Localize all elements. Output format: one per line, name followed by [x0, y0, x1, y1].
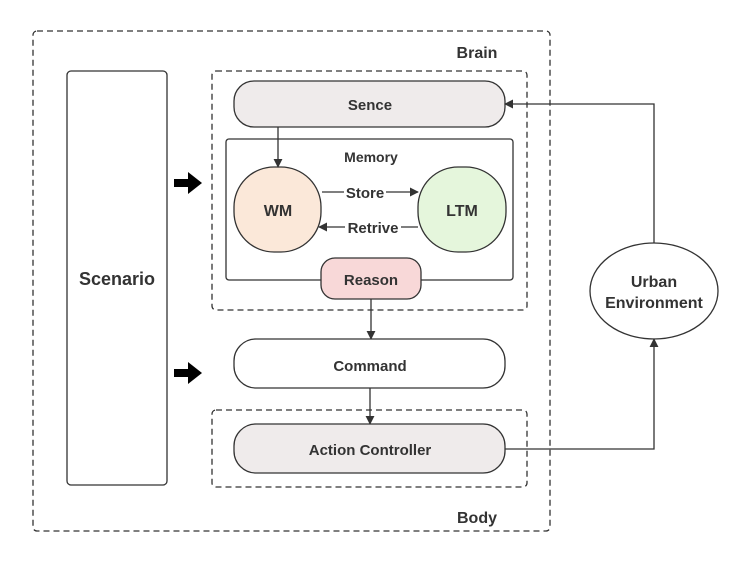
thick-right-arrow-icon [174, 362, 202, 384]
ltm-node [417, 166, 507, 253]
sence-label: Sence [348, 97, 392, 114]
scenario-label: Scenario [79, 269, 155, 289]
memory-label: Memory [344, 149, 398, 165]
urban-environment-node [589, 242, 719, 340]
retrive-label: Retrive [348, 220, 399, 237]
outer-system-boundary [32, 30, 551, 532]
action-to-urban-arrow [505, 338, 659, 450]
urban-label-line2: Environment [605, 295, 703, 312]
command-label: Command [333, 358, 406, 375]
action-controller-label: Action Controller [309, 442, 432, 459]
reason-label: Reason [344, 272, 398, 289]
urban-to-sence-arrow [504, 99, 655, 243]
body-boundary [211, 409, 528, 488]
wm-label: WM [264, 203, 292, 220]
brain-boundary [211, 70, 528, 311]
thick-right-arrow-icon [174, 172, 202, 194]
ltm-label: LTM [446, 203, 478, 220]
urban-label-line1: Urban [631, 274, 677, 291]
body-label: Body [457, 510, 497, 527]
store-label: Store [346, 185, 384, 202]
brain-label: Brain [457, 45, 498, 62]
scenario-panel [66, 70, 168, 486]
